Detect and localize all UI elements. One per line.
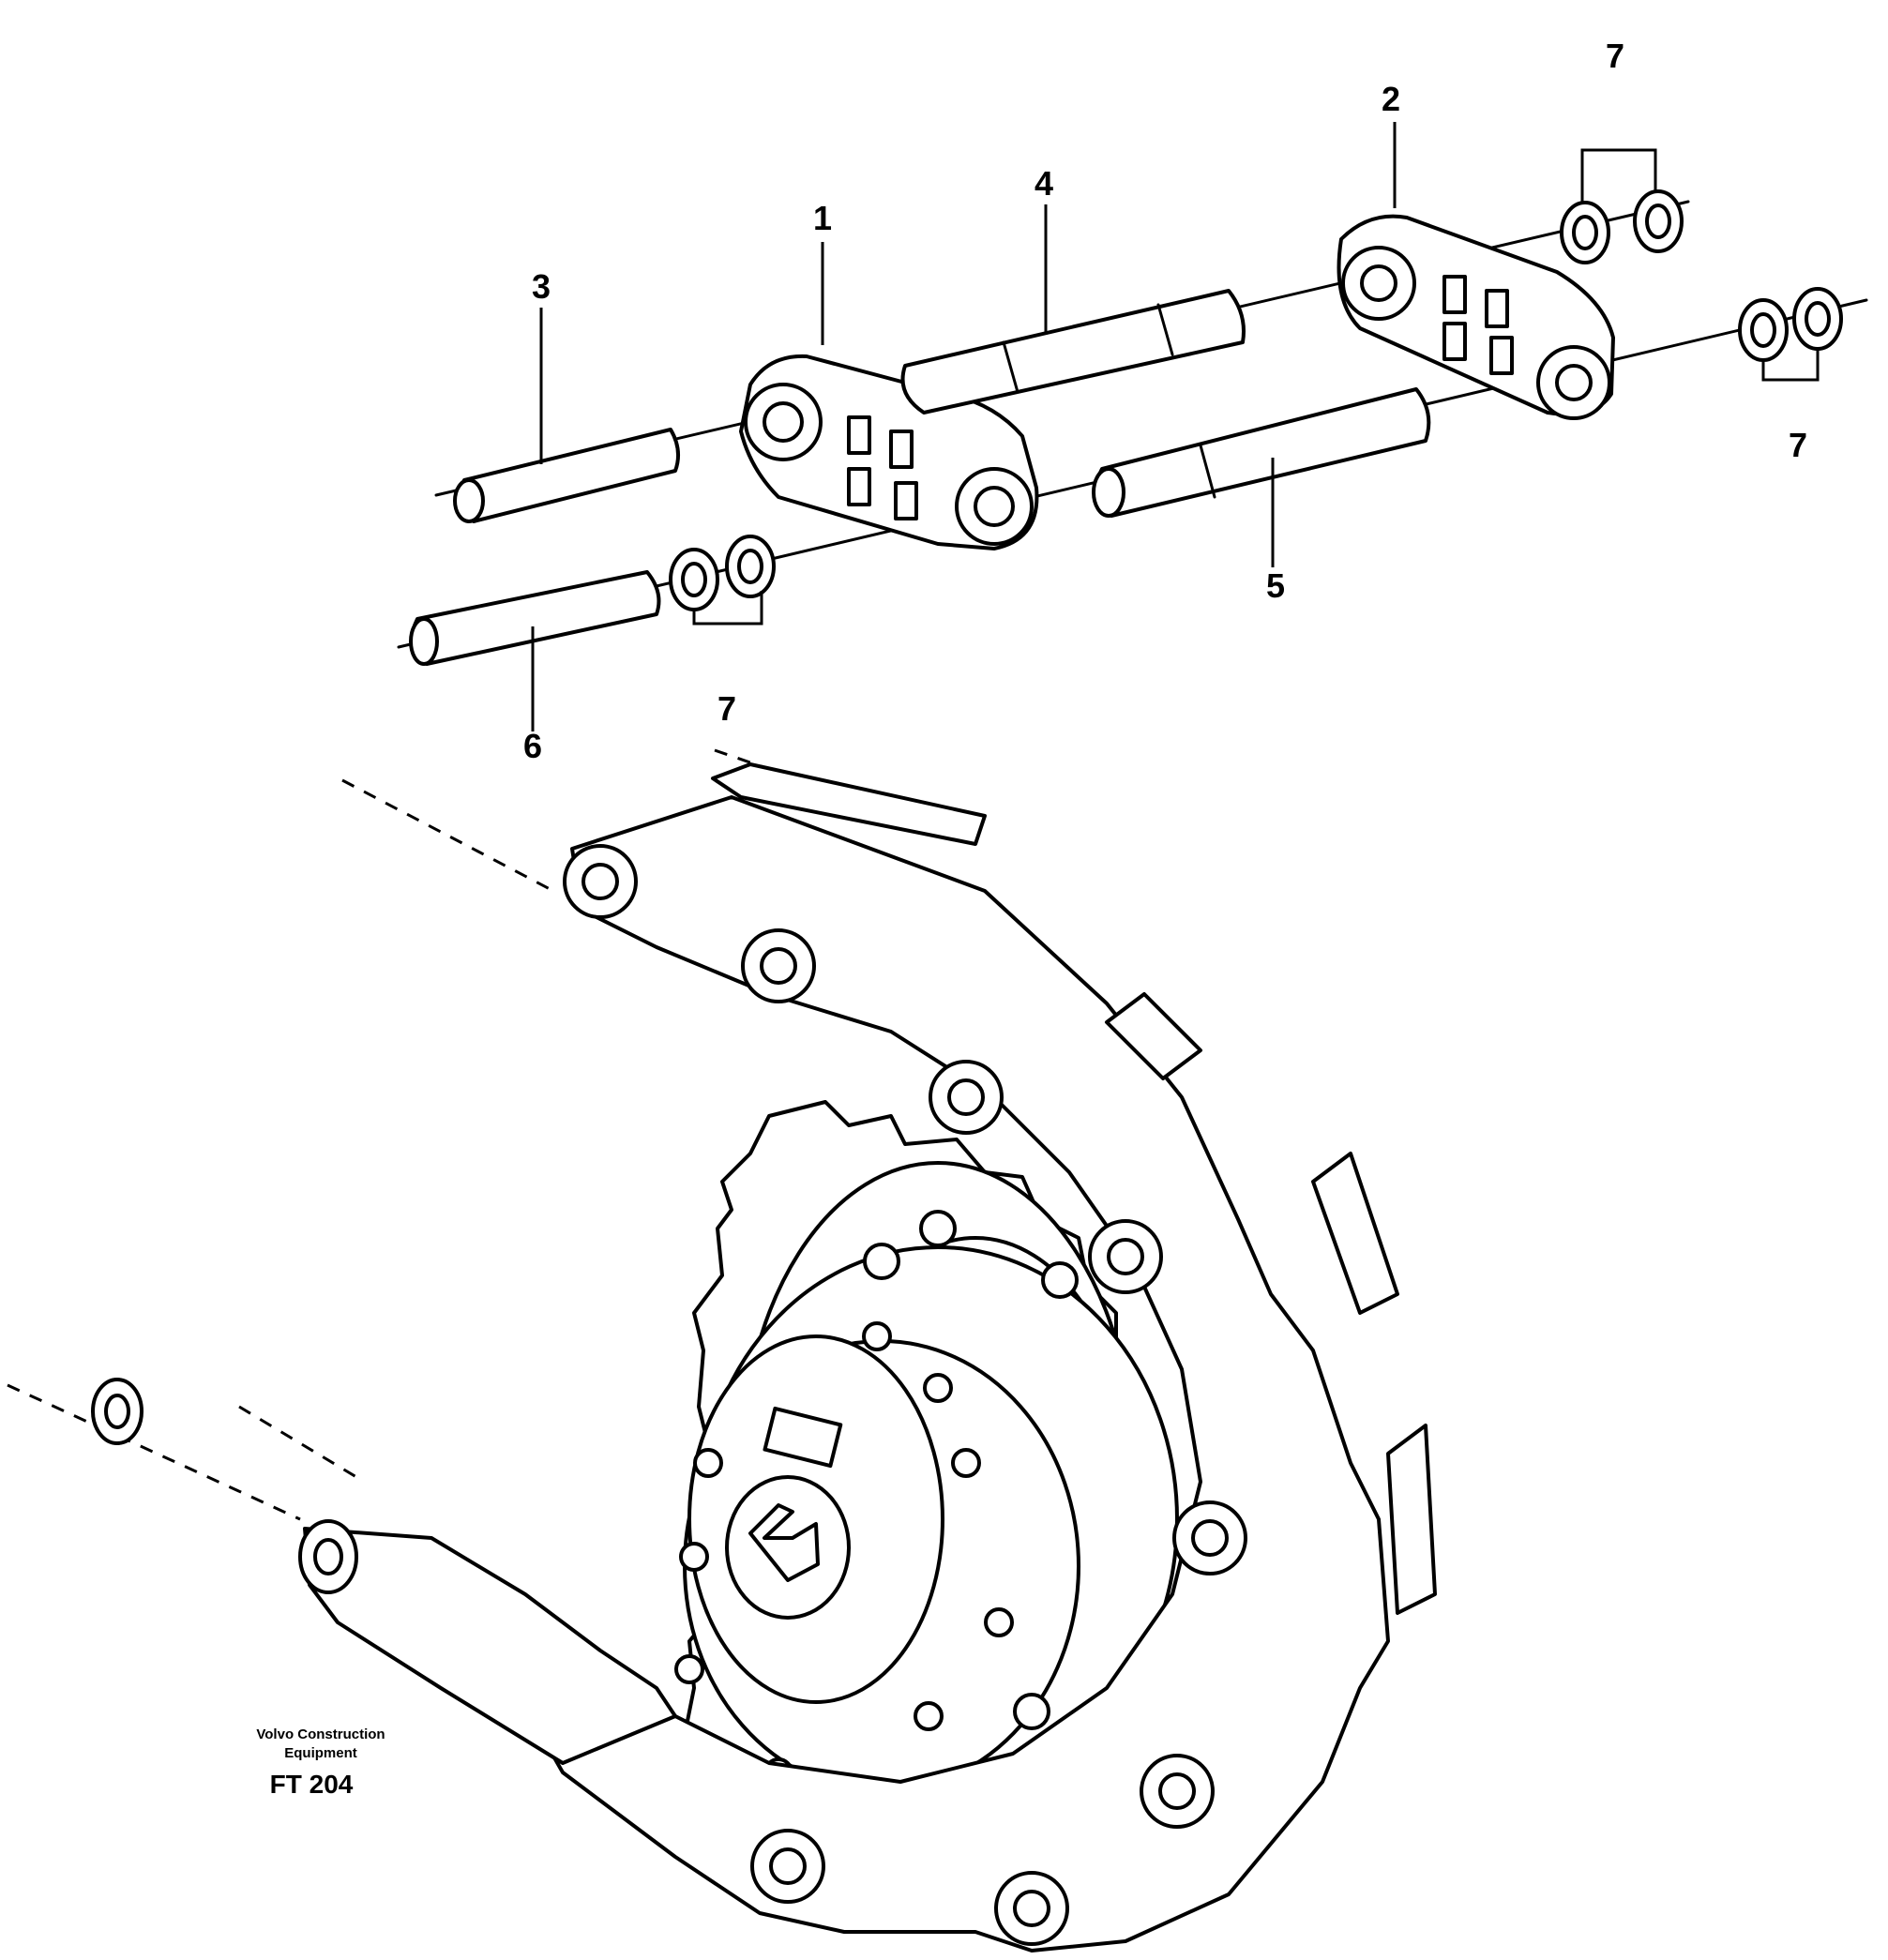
callout-1: 1: [813, 199, 832, 237]
projection-line-top: [714, 748, 770, 771]
final-drive-hub: [674, 1210, 1179, 1793]
stamp-company-line2: Equipment: [284, 1745, 357, 1761]
projection-line-lower-left: [7, 1383, 301, 1521]
pin-part-5: [1092, 387, 1431, 518]
washers-part-7-left: [669, 535, 776, 611]
callout-4: 4: [1035, 164, 1053, 203]
callout-3: 3: [532, 267, 551, 306]
track-link-part-1: [739, 354, 1039, 550]
leader-7-left: [692, 591, 763, 626]
track-chain: [516, 762, 1437, 1952]
pin-part-3: [453, 428, 681, 523]
callout-6: 6: [523, 727, 542, 765]
washers-part-7-right: [1738, 287, 1843, 362]
track-link-part-2: [1337, 214, 1615, 420]
leader-7-right: [1761, 349, 1820, 382]
callout-7-right: 7: [1789, 426, 1807, 464]
stamp-code: FT 204: [270, 1770, 354, 1799]
pin-part-4: [900, 289, 1246, 415]
callout-5: 5: [1266, 566, 1285, 605]
stamp-company-line1: Volvo Construction: [256, 1726, 385, 1742]
callout-2: 2: [1382, 80, 1400, 118]
washers-part-7-top: [1560, 189, 1684, 264]
projection-line-lower-mid: [238, 1405, 357, 1479]
lower-track-segment: [91, 1378, 677, 1765]
maker-stamp: Volvo Construction Equipment FT 204: [256, 1726, 385, 1799]
leader-7-top: [1580, 148, 1657, 202]
pin-part-6: [409, 570, 661, 666]
callout-7-left: 7: [717, 689, 736, 728]
projection-line-upper: [341, 778, 554, 893]
callout-7-top: 7: [1606, 37, 1624, 75]
